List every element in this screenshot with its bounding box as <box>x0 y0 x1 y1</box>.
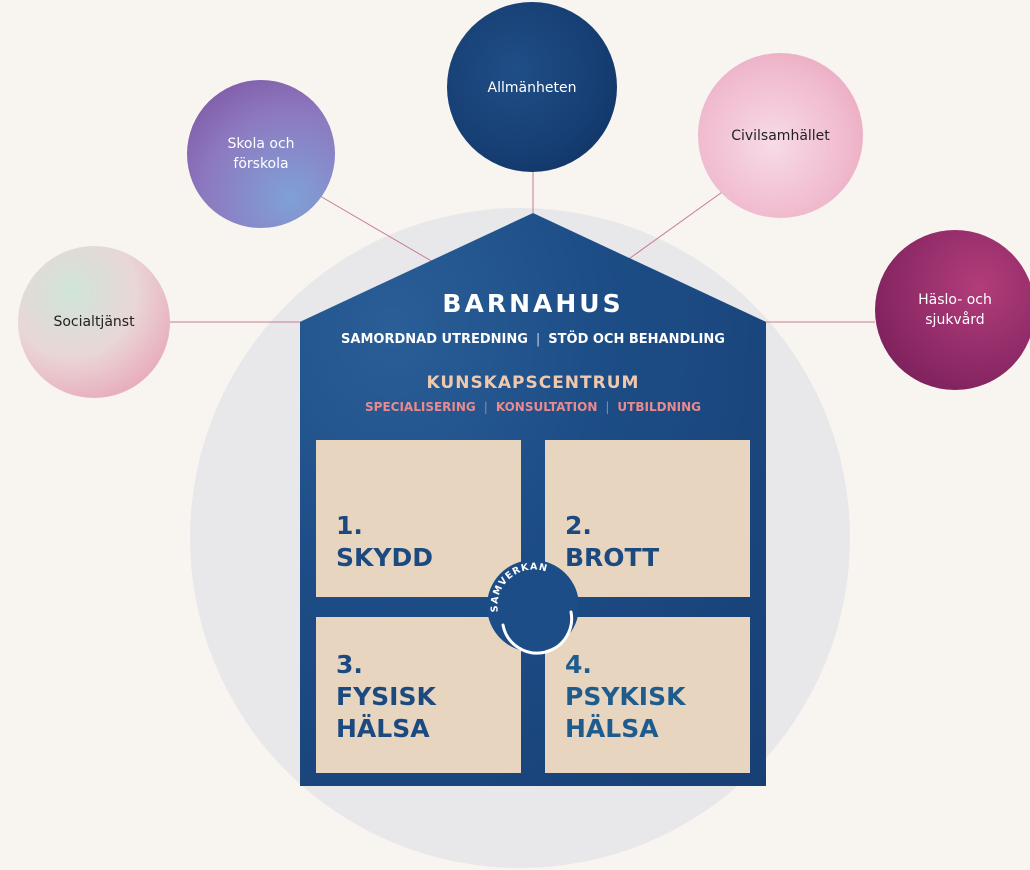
stakeholder-civilsamhallet: Civilsamhället <box>698 53 863 218</box>
area-item: SPECIALISERING <box>365 400 476 414</box>
quadrant-number: 2. <box>565 511 592 540</box>
stakeholder-socialtjanst: Socialtjänst <box>18 246 170 398</box>
connector-civil <box>618 189 726 267</box>
house-subtitle: KUNSKAPSCENTRUM <box>426 373 640 393</box>
samverkan-swoosh <box>501 610 574 655</box>
area-item: UTBILDNING <box>617 400 701 414</box>
label-line: förskola <box>233 156 289 172</box>
stakeholder-label: Allmänheten <box>487 80 577 96</box>
samverkan-text: SAMVERKAN <box>489 561 548 612</box>
stakeholder-label: Skola och förskola <box>227 134 294 174</box>
stakeholder-allmanheten: Allmänheten <box>447 2 617 172</box>
stakeholder-label: Socialtjänst <box>53 314 135 330</box>
label-line: Häslo- och <box>918 292 992 308</box>
house-services: SAMORDNAD UTREDNING | STÖD OCH BEHANDLING <box>300 332 766 347</box>
service-item: STÖD OCH BEHANDLING <box>548 332 725 347</box>
quadrant-psykisk-halsa: 4. PSYKISK HÄLSA <box>545 617 750 773</box>
quadrant-label: PSYKISK <box>565 682 686 711</box>
separator: | <box>605 400 610 414</box>
quadrant-label: BROTT <box>565 543 660 572</box>
connector-skola <box>319 195 441 267</box>
quadrant-label: SKYDD <box>336 543 433 572</box>
quadrant-fysisk-halsa: 3. FYSISK HÄLSA <box>316 617 521 773</box>
quadrant-number: 4. <box>565 650 592 679</box>
stakeholder-halso: Häslo- och sjukvård <box>875 230 1030 390</box>
quadrant-label: HÄLSA <box>565 714 659 743</box>
quadrant-number: 3. <box>336 650 363 679</box>
service-item: SAMORDNAD UTREDNING <box>341 332 528 347</box>
label-line: Skola och <box>227 136 295 152</box>
label-line: sjukvård <box>925 312 985 328</box>
separator: | <box>483 400 488 414</box>
knowledge-areas: SPECIALISERING | KONSULTATION | UTBILDNING <box>300 400 766 414</box>
quadrant-label: FYSISK <box>336 682 436 711</box>
quadrant-label: HÄLSA <box>336 714 430 743</box>
area-item: KONSULTATION <box>495 400 598 414</box>
quadrant-skydd: 1. SKYDD <box>316 440 521 597</box>
stakeholder-label: Civilsamhället <box>731 127 830 144</box>
separator: | <box>535 332 541 347</box>
stakeholder-skola: Skola och förskola <box>187 80 335 228</box>
stakeholder-label: Häslo- och sjukvård <box>918 290 992 330</box>
samverkan-badge <box>487 560 579 652</box>
quadrant-brott: 2. BROTT <box>545 440 750 597</box>
house-title: BARNAHUS <box>442 289 624 318</box>
svg-text:SAMVERKAN: SAMVERKAN <box>489 561 549 612</box>
quadrant-number: 1. <box>336 511 363 540</box>
